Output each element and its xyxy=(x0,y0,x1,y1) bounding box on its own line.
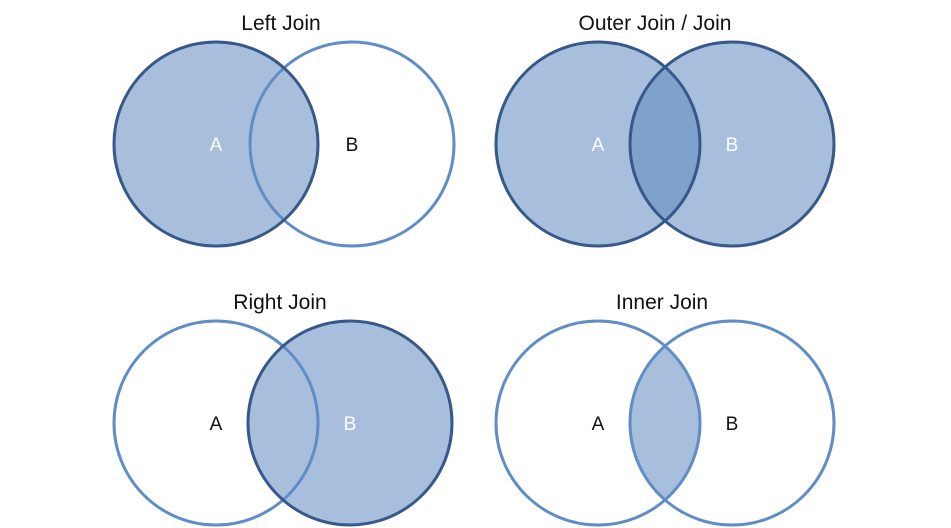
circle-b-outline xyxy=(246,319,454,527)
outer-join-diagram: Outer Join / Join A B xyxy=(494,12,836,248)
label-b: B xyxy=(344,414,357,435)
inner-join-diagram: Inner Join A B xyxy=(494,291,836,527)
left-join-title: Left Join xyxy=(241,12,320,35)
label-a: A xyxy=(592,135,605,156)
label-b: B xyxy=(726,414,739,435)
label-a: A xyxy=(210,414,223,435)
label-b: B xyxy=(726,135,739,156)
circle-a-outline xyxy=(494,319,702,527)
outer-join-title: Outer Join / Join xyxy=(579,12,732,35)
inner-join-title: Inner Join xyxy=(616,291,708,314)
intersection-region xyxy=(630,321,700,525)
circle-b-outline xyxy=(628,319,836,527)
circle-a-outline xyxy=(112,319,320,527)
intersection-region xyxy=(248,321,318,525)
left-join-diagram: Left Join A B xyxy=(112,12,456,248)
right-join-title: Right Join xyxy=(233,291,326,314)
intersection-region xyxy=(250,42,318,246)
circle-a-outline xyxy=(112,40,320,248)
label-a: A xyxy=(592,414,605,435)
label-a: A xyxy=(210,135,223,156)
circle-b-outline xyxy=(628,40,836,248)
label-b: B xyxy=(346,135,359,156)
right-join-diagram: Right Join A B xyxy=(112,291,454,527)
circle-a-outline xyxy=(494,40,702,248)
intersection-region xyxy=(630,42,700,246)
circle-b-outline xyxy=(248,40,456,248)
